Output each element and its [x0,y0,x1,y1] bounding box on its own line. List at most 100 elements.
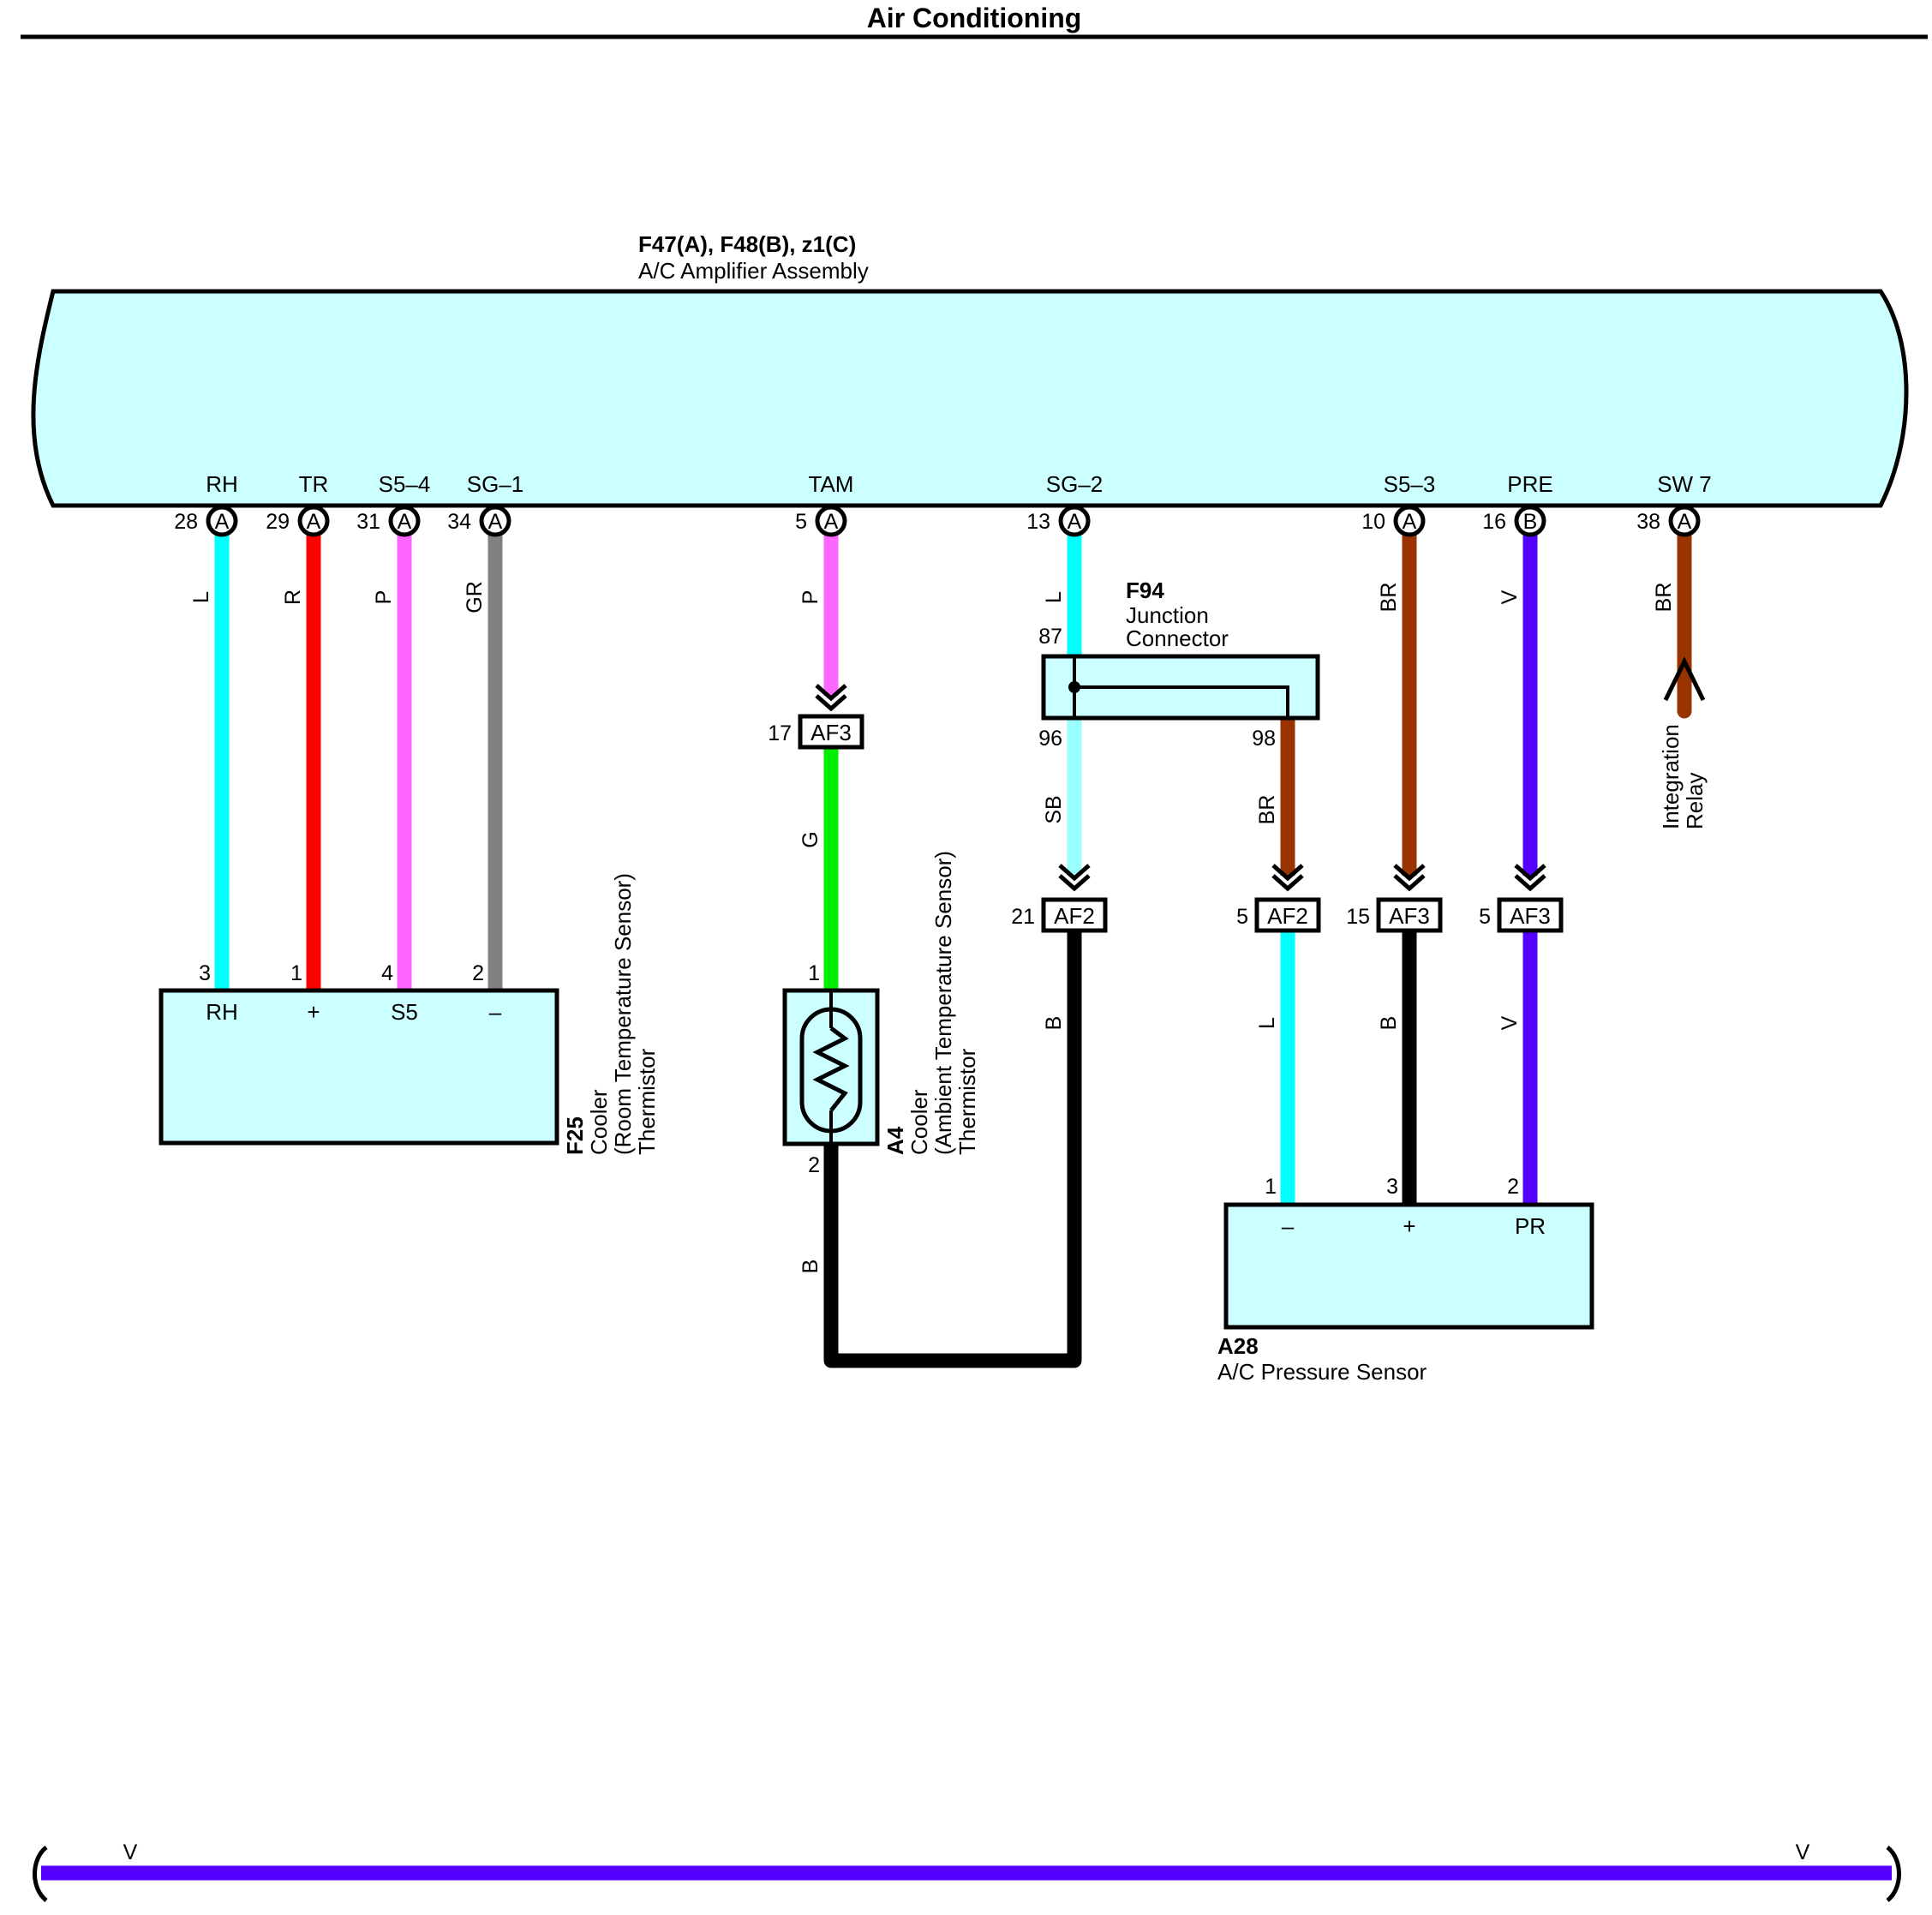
sensor-terminal-label: – [1282,1213,1295,1239]
terminal-label: TR [299,471,329,497]
terminal-label: SG–1 [467,471,524,497]
sensor-terminal-label: – [489,999,502,1025]
chevron-down-icon [1514,864,1546,892]
connector-name: AF3 [1389,903,1430,929]
amplifier-name: A/C Amplifier Assembly [638,258,869,284]
pin-number: 10 [1361,510,1385,534]
terminal-label: RH [206,471,238,497]
pin-number: 16 [1482,510,1506,534]
room-sensor-name: Thermistor [634,1048,660,1155]
sensor-terminal-label: + [1403,1213,1415,1239]
pin-number: 38 [1636,510,1660,534]
connector-pin: 21 [1011,905,1035,929]
pin-number: 13 [1026,510,1050,534]
wire-color-label: L [1042,591,1066,603]
wire-color-label: P [799,590,822,605]
connector-letter: A [824,510,839,534]
sensor-terminal-label: S5 [391,999,418,1025]
connector-pin: 17 [768,721,792,745]
wire-color-label: BR [1255,795,1279,825]
wire-color-label: B [799,1260,822,1274]
connector-circle [1668,505,1701,537]
connector-circle [206,505,238,537]
connector-pin: 15 [1346,905,1370,929]
connector-letter: A [1403,510,1417,534]
sensor-pin: 2 [1507,1175,1519,1199]
connector-circle [1514,505,1546,537]
relay-label: Relay [1682,773,1708,829]
connector-name: AF3 [810,720,852,745]
sensor-pin: 1 [290,961,302,985]
wire-color-label: B [1042,1016,1066,1031]
connector-letter: A [307,510,321,534]
wire-color-label: G [799,831,822,847]
pin-number: 28 [174,510,198,534]
connector-circle [1058,505,1091,537]
inline-connector-af2-sg: AF2 21 B [1011,864,1108,1031]
terminal-pre: PRE B 16 V [1482,471,1553,604]
connector-letter: A [488,510,503,534]
relay-label: Integration [1658,724,1684,829]
room-sensor-code: F25 [562,1116,588,1155]
amplifier-body [31,289,1909,508]
wire-color-label: L [189,591,213,603]
wires [214,527,1692,1368]
connector-name: AF2 [1267,903,1308,929]
pressure-sensor-body [1223,1202,1594,1330]
amplifier-code: F47(A), F48(B), z1(C) [638,231,856,257]
sensor-pin: 3 [199,961,211,985]
terminal-sg2: SG–2 A 13 L [1026,471,1103,603]
room-temp-sensor: RH + S5 – 3 1 4 2 F25 Cooler (Room Tempe… [159,873,660,1155]
terminal-rh: RH A 28 L [174,471,238,603]
connector-box [1041,897,1108,933]
wire-break-right-icon [1886,1846,1901,1902]
ambient-sensor-name: Cooler [906,1089,932,1155]
connector-name: AF2 [1054,903,1095,929]
terminal-label: S5–4 [379,471,431,497]
junction-name: Junction [1126,602,1209,628]
connector-letter: A [215,510,230,534]
inline-connector-af3-s5: AF3 15 B [1346,864,1443,1031]
wire-color-label: R [281,589,305,605]
terminal-tam: TAM A 5 P [795,471,853,604]
junction-dot [1068,681,1080,693]
pressure-sensor: – + PR 1 3 2 A28 A/C Pressure Sensor [1217,1175,1594,1385]
chevron-down-icon [1058,864,1091,892]
inline-connector-af3-pre: AF3 5 V [1479,864,1564,1030]
wire-color-label: L [1255,1017,1279,1029]
connector-letter: A [398,510,412,534]
ambient-sensor-name: (Ambient Temperature Sensor) [930,851,956,1155]
junction-pin: 87 [1038,625,1062,649]
wire-color-label: SB [1042,795,1066,823]
sensor-terminal-label: RH [206,999,238,1025]
terminal-label: S5–3 [1384,471,1436,497]
room-sensor-body [159,988,559,1146]
sensor-terminal-label: PR [1515,1213,1546,1239]
wire-color-label: BR [1377,583,1401,613]
connector-circle [388,505,421,537]
connector-name: AF3 [1510,903,1551,929]
pin-number: 34 [447,510,471,534]
terminal-sg1: SG–1 A 34 GR [447,471,523,613]
connector-letter: A [1678,510,1692,534]
relay-arrow-icon [1663,656,1706,702]
connector-pin: 5 [1236,905,1248,929]
wire-color-label: B [1377,1016,1401,1031]
connector-box [1376,897,1443,933]
wire-color-label: GR [463,581,487,613]
wire-color-label: BR [1652,583,1676,613]
junction-pin: 98 [1252,727,1276,751]
wire-color-label: V [1498,1015,1522,1030]
wire-break-left-icon [33,1846,48,1902]
terminal-s53: S5–3 A 10 BR [1361,471,1435,612]
chevron-down-icon [815,684,847,712]
ambient-temp-sensor: 1 2 B A4 Cooler (Ambient Temperature Sen… [782,851,980,1274]
terminal-label: SW 7 [1657,471,1712,497]
room-sensor-name: Cooler [586,1089,612,1155]
terminal-label: PRE [1507,471,1552,497]
terminal-tr: TR A 29 R [266,471,330,605]
connector-circle [815,505,847,537]
junction-code: F94 [1126,577,1164,603]
junction-name: Connector [1126,625,1229,651]
